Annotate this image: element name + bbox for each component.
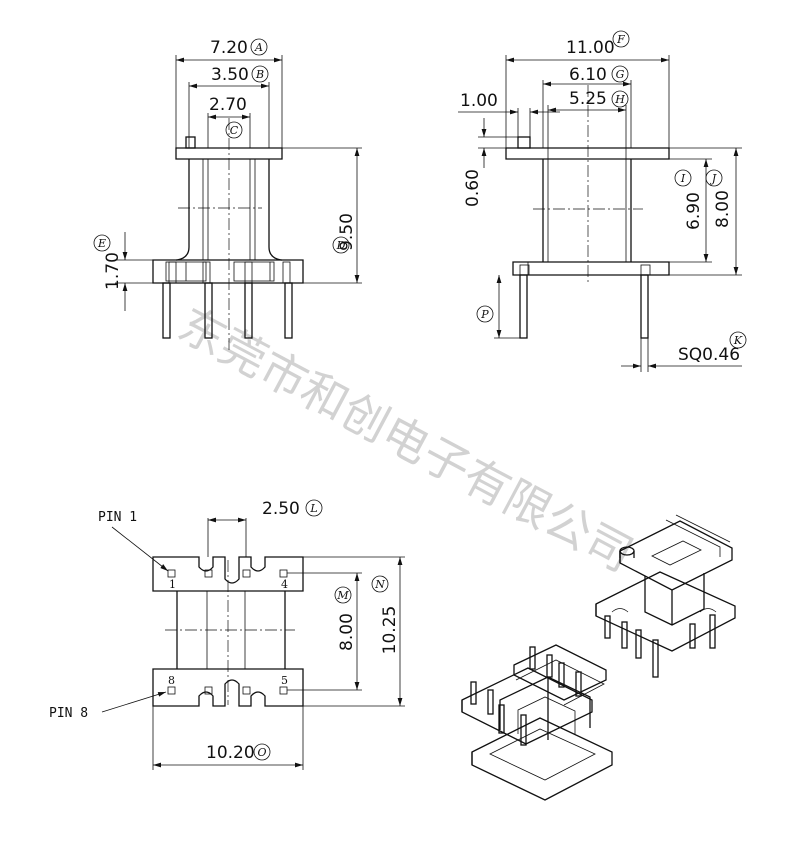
label-H: H [614,93,625,106]
side-base [512,261,670,276]
side-top-flange [505,147,670,160]
dim-10-25: 10.25 [380,606,400,655]
isometric-view-upright [595,514,736,678]
label-B: B [255,68,264,81]
front-top-flange [175,147,283,160]
dim-0-60: 0.60 [463,169,483,207]
front-pins [162,261,293,339]
label-C: C [230,124,239,137]
label-O: O [257,746,266,759]
pin-number-1: 1 [169,578,176,591]
label-D: D [336,239,346,252]
bottom-view: 1 4 8 5 PIN 1 PIN 8 2.50 L M 8.00 N 10.2… [49,499,405,770]
dim-10-20: 10.20 [206,743,255,763]
dim-11-00: 11.00 [566,38,615,58]
dim-8-00-bottom: 8.00 [337,613,357,651]
label-J: J [710,172,717,185]
pin-number-8: 8 [168,674,175,687]
dim-8-00-side: 8.00 [713,190,733,228]
dim-5-25: 5.25 [569,89,607,109]
bottom-bottom-rail [152,668,304,707]
dim-6-90: 6.90 [684,192,704,230]
side-pins [519,274,649,339]
dim-9-50: 9.50 [337,213,357,251]
dim-2-50: 2.50 [262,499,300,519]
label-N: N [374,578,385,591]
dim-6-10: 6.10 [569,65,607,85]
label-F: F [616,33,625,46]
front-base [152,259,304,284]
label-I: I [680,172,686,185]
label-E: E [97,237,106,250]
pin-8-label: PIN 8 [49,706,88,721]
dim-1-70: 1.70 [103,252,123,290]
pin-number-4: 4 [281,578,288,591]
iso2-pins [470,646,582,746]
front-view: 7.20 A 3.50 B 2.70 C D 9.50 E 1.70 [93,38,362,350]
bottom-pin-pads [167,569,288,695]
side-view: 11.00 F 6.10 G 5.25 H 1.00 0.60 I 6.90 J… [458,30,747,372]
isometric-view-inverted [461,644,613,801]
label-G: G [616,68,625,81]
dim-3-50: 3.50 [211,65,249,85]
label-K: K [733,334,743,347]
dim-1-00: 1.00 [460,91,498,111]
label-L: L [309,502,317,515]
bottom-top-rail [152,556,304,592]
label-A: A [254,41,263,54]
iso1-pins [604,614,716,678]
label-M: M [336,589,349,602]
pin-1-label: PIN 1 [98,510,137,525]
dim-2-70: 2.70 [209,95,247,115]
pin-number-5: 5 [281,674,288,687]
watermark: 东莞市和创电子有限公司 [170,297,642,582]
dim-7-20: 7.20 [210,38,248,58]
label-P: P [480,308,489,321]
dim-sq0-46: SQ0.46 [678,345,740,365]
